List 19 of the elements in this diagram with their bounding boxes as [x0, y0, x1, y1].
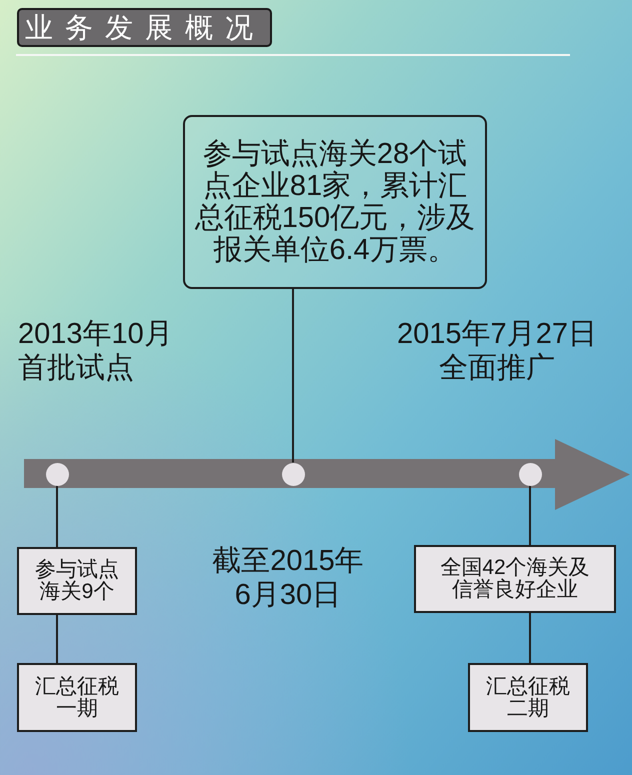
connector-line — [292, 289, 294, 462]
connector-line — [56, 615, 58, 663]
date-label: 2015年7月27日全面推广 — [396, 317, 598, 385]
summary-box — [183, 115, 487, 289]
step-text: 全国42个海关及信誉良好企业 — [439, 557, 591, 601]
date-label: 2013年10月首批试点 — [18, 317, 174, 385]
connector-line — [529, 613, 531, 663]
step-text: 参与试点海关9个 — [34, 559, 120, 603]
step-box — [17, 547, 137, 615]
connector-line — [529, 486, 531, 545]
step-text: 汇总征税一期 — [34, 676, 120, 720]
date-label: 截至2015年6月30日 — [211, 544, 365, 612]
step-box — [17, 663, 137, 732]
page-title: 业务发展概况 — [17, 8, 272, 47]
step-box — [414, 545, 616, 613]
connector-line — [56, 486, 58, 547]
summary-text: 参与试点海关28个试点企业81家，累计汇总征税150亿元，涉及报关单位6.4万票。 — [194, 138, 476, 266]
step-text: 汇总征税二期 — [485, 676, 571, 720]
step-box — [468, 663, 588, 732]
